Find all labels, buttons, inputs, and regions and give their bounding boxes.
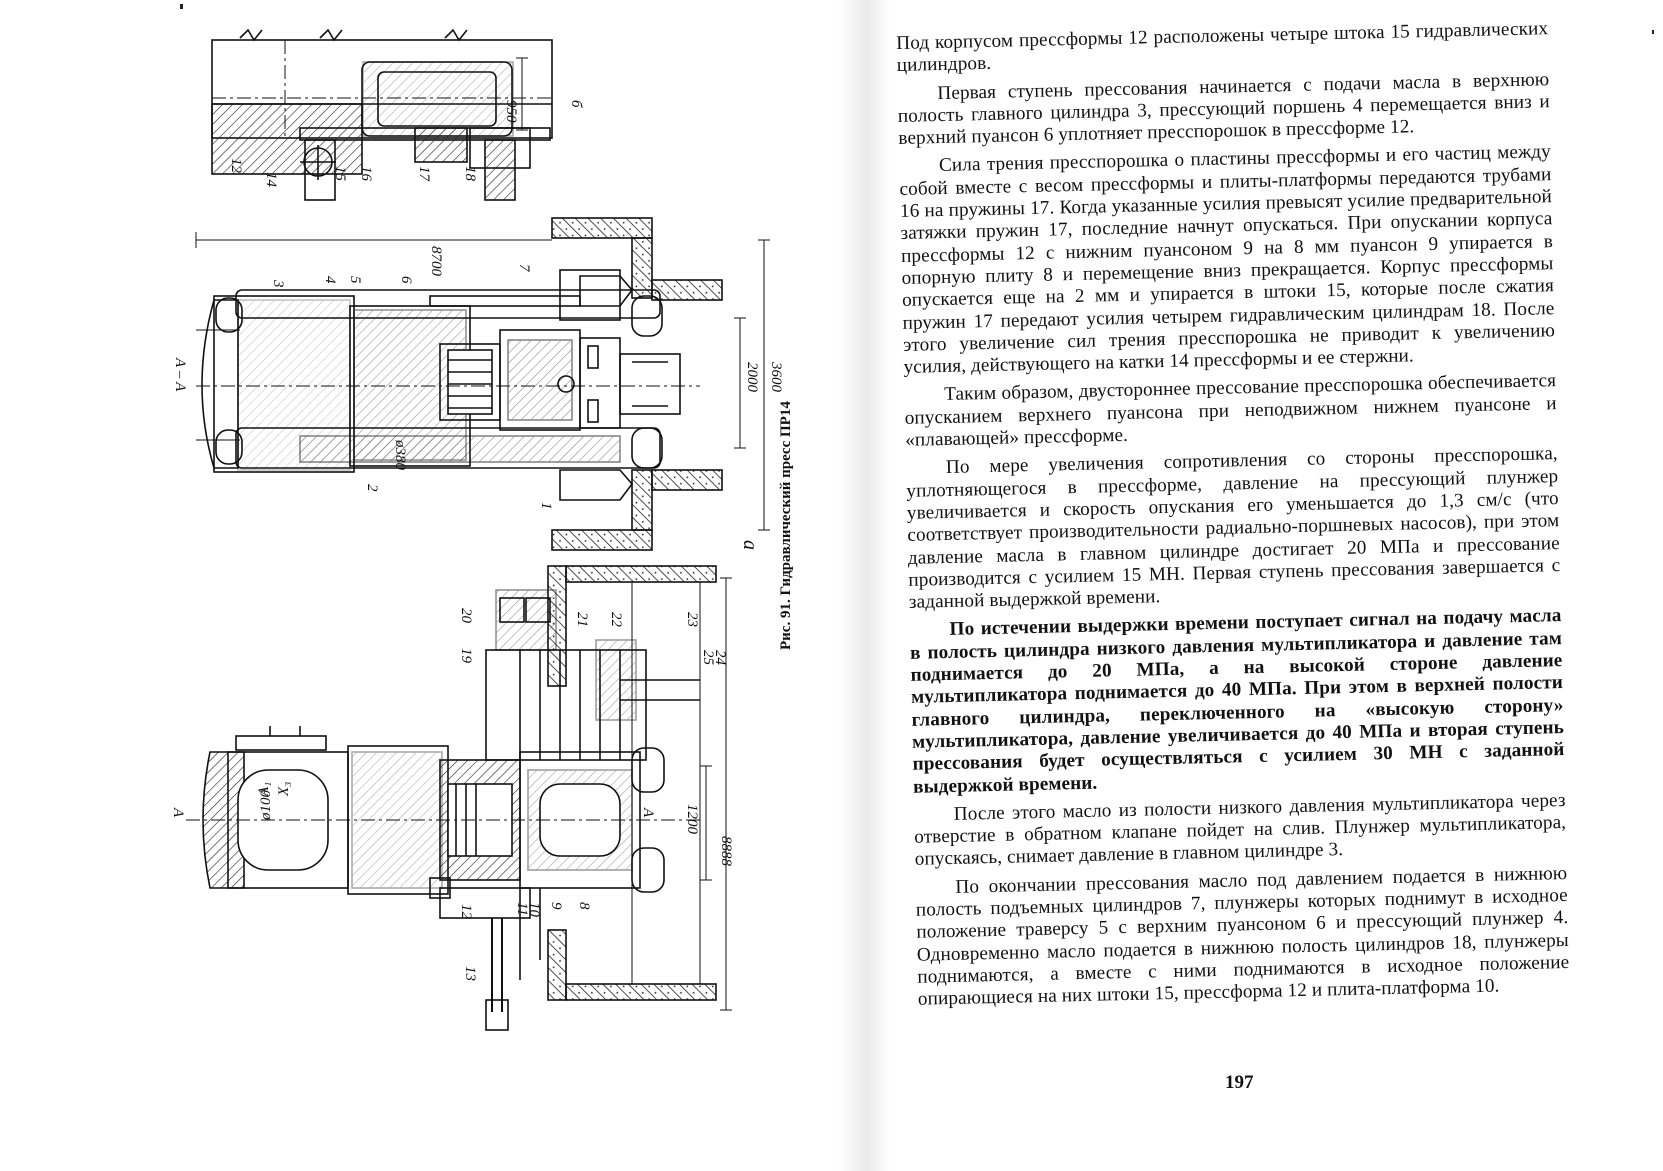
callout-24: 24 xyxy=(712,650,728,666)
bore-diameter: ø100 xyxy=(258,790,274,822)
section-mark-left: А xyxy=(170,807,186,818)
dim-950: 950 xyxy=(503,100,519,123)
dim-8888: 8888 xyxy=(718,836,734,867)
paragraph-8: По окончании прессования масло под давле… xyxy=(915,862,1570,1010)
callout-21: 21 xyxy=(574,612,590,627)
dim-3600: 3600 xyxy=(768,361,784,393)
front-view xyxy=(186,565,732,1031)
dim-8700: 8700 xyxy=(428,246,444,277)
view-b-labels: 950 б 12 14 15 16 17 18 xyxy=(228,100,584,188)
label-b: б xyxy=(568,100,584,108)
paragraph-1: Под корпусом прессформы 12 расположены ч… xyxy=(896,18,1549,77)
paragraph-5: По мере увеличения сопротивления со стор… xyxy=(906,443,1561,613)
callout-8: 8 xyxy=(576,902,592,910)
callout-14-top: 14 xyxy=(263,172,279,188)
callout-2: 2 xyxy=(364,484,380,492)
callout-18-top: 18 xyxy=(462,166,478,182)
callout-19: 19 xyxy=(458,648,474,664)
press-drawing: 950 б 12 14 15 16 17 18 xyxy=(170,28,794,1031)
callout-4: 4 xyxy=(322,276,338,284)
bore-a1: А₁ xyxy=(256,782,272,797)
paragraph-7: После этого масло из полости низкого дав… xyxy=(914,789,1567,871)
scan-speck xyxy=(180,4,183,9)
figure-page: 950 б 12 14 15 16 17 18 xyxy=(170,28,794,1031)
callout-16-top: 16 xyxy=(358,166,374,182)
book-gutter xyxy=(838,0,890,1171)
callout-9: 9 xyxy=(548,902,564,910)
callout-20: 20 xyxy=(458,608,474,624)
callout-3: 3 xyxy=(270,279,286,288)
callout-12-top: 12 xyxy=(228,158,244,174)
callout-10: 10 xyxy=(526,902,542,918)
paragraph-2: Первая ступень прессования начинается с … xyxy=(897,68,1550,150)
callout-6: 6 xyxy=(398,276,414,284)
scan-speck xyxy=(1652,30,1654,34)
callout-7: 7 xyxy=(516,264,532,273)
callout-25: 25 xyxy=(700,650,716,666)
bore-x3: X₃ xyxy=(276,782,292,797)
page-number: 197 xyxy=(1225,1072,1254,1093)
callout-1: 1 xyxy=(538,502,554,510)
section-a-a-view xyxy=(195,217,770,551)
paragraph-4: Таким образом, двустороннее прессование … xyxy=(904,370,1557,451)
front-view-labels: А А ø100 А₁ X₃ 1200 8888 20 19 21 22 23 … xyxy=(170,608,734,981)
paragraph-3: Сила трения пресспорошка о пластины прес… xyxy=(899,141,1556,379)
section-mark-right: А xyxy=(640,807,656,818)
callout-22: 22 xyxy=(608,612,624,628)
callout-11: 11 xyxy=(514,902,530,916)
dim-1200: 1200 xyxy=(684,804,700,835)
label-a: а xyxy=(739,540,761,550)
text-page: Под корпусом прессформы 12 расположены ч… xyxy=(890,0,1660,1171)
callout-23: 23 xyxy=(684,612,700,627)
view-b-fragment xyxy=(211,28,553,201)
callout-13: 13 xyxy=(462,966,478,981)
body-text: Под корпусом прессформы 12 расположены ч… xyxy=(896,18,1570,1017)
callout-15-top: 15 xyxy=(332,166,348,182)
section-label: А – А xyxy=(172,357,188,392)
callout-17-top: 17 xyxy=(416,166,432,183)
dim-2000: 2000 xyxy=(744,362,760,393)
paragraph-6: По истечении выдержки времени поступает … xyxy=(909,605,1565,798)
section-a-a-labels: А – А 8700 2000 3600 ø380 3 4 5 6 7 2 1 … xyxy=(172,246,784,550)
callout-12-bottom: 12 xyxy=(458,904,474,920)
figure-caption: Рис. 91. Гидравлический пресс ПР14 xyxy=(778,401,794,650)
callout-5: 5 xyxy=(347,276,363,284)
dim-380: ø380 xyxy=(392,439,408,471)
